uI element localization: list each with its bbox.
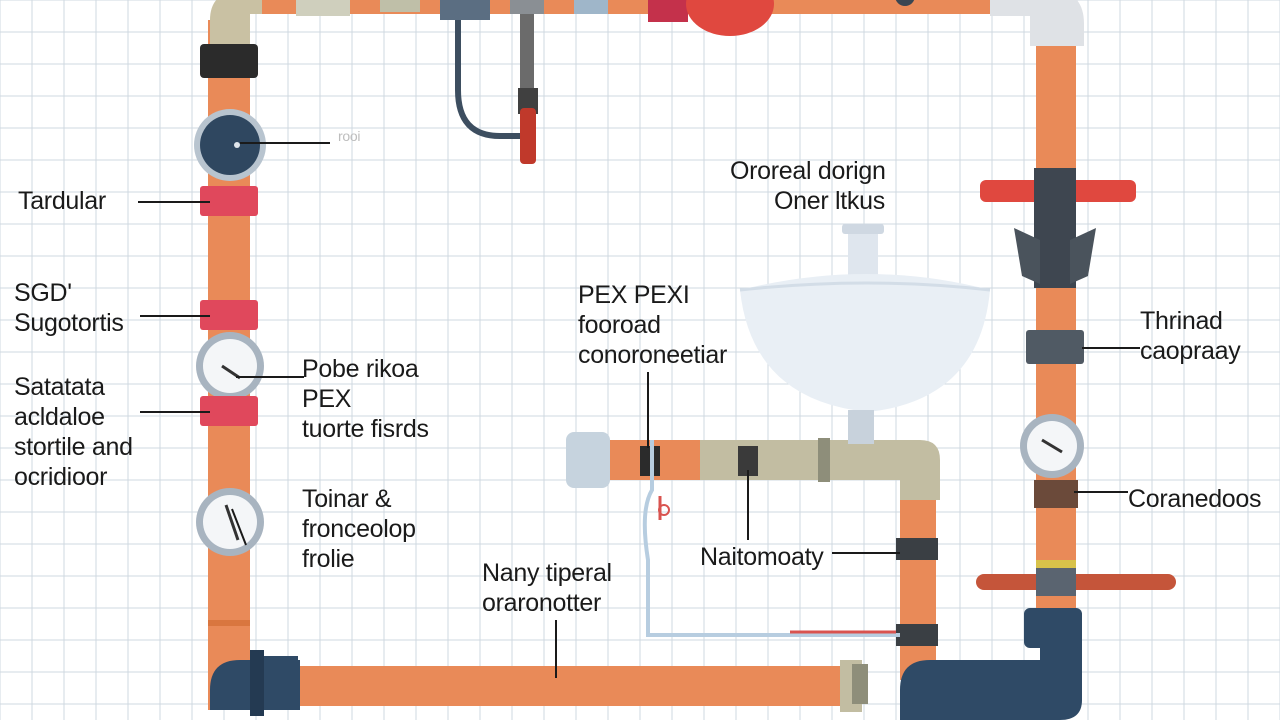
leader-lines: [138, 142, 1140, 678]
top-left-fitting: [200, 44, 258, 78]
label-toinar: Toinar & fronceolop frolie: [302, 484, 416, 574]
left-gauge-bottom: [196, 488, 264, 556]
label-oroeal-design: Ororeal dorign Oner ltkus: [730, 156, 886, 216]
left-red-connector-2: [200, 300, 258, 330]
label-pobe-pex: Pobe rikoa PEX tuorte fisrds: [302, 354, 429, 444]
faint-text: rooi: [338, 128, 361, 144]
label-pex-fooroad-line-1: PEX PEXI: [578, 281, 690, 309]
label-satatata-line-1: Satatata: [14, 373, 105, 401]
label-thrinad-line-2: caopraay: [1140, 337, 1241, 365]
left-gauge-top: [194, 109, 266, 181]
label-satatata-line-4: ocridioor: [14, 463, 108, 491]
label-oroeal-design-line-1: Ororeal dorign: [730, 157, 886, 185]
label-tardular: Tardular: [18, 187, 106, 215]
label-nany-tiperal-line-1: Nany tiperal: [482, 559, 612, 587]
label-nany-tiperal: Nany tiperal oraronotter: [482, 558, 612, 618]
label-sgd-supports-line-2: Sugotortis: [14, 309, 124, 337]
label-satatata: Satatata acldaloe stortile and ocridioor: [14, 372, 133, 492]
label-pex-fooroad-line-2: fooroad: [578, 311, 661, 339]
label-thrinad: Thrinad caopraay: [1140, 306, 1241, 366]
label-satatata-line-2: acldaloe: [14, 403, 105, 431]
label-thrinad-line-1: Thrinad: [1140, 307, 1223, 335]
label-toinar-line-2: fronceolop: [302, 515, 416, 543]
left-clamp-band: [208, 620, 250, 626]
right-clamp: [1034, 480, 1078, 508]
cold-supply-line: [642, 440, 900, 637]
top-small-knob: [895, 0, 915, 6]
label-pobe-pex-line-2: PEX: [302, 385, 352, 413]
top-red-valve-handle: [686, 0, 774, 36]
sink-basin-icon: [739, 224, 991, 444]
right-cross-valve: [976, 568, 1176, 596]
right-gauge: [1020, 414, 1084, 478]
label-naitomoaty: Naitomoaty: [700, 543, 824, 571]
label-pex-fooroad-line-3: conoroneetiar: [578, 341, 727, 369]
bottom-run-pipe: [260, 666, 860, 706]
left-red-connector-3: [200, 396, 258, 426]
label-sgd-supports-line-1: SGD': [14, 279, 72, 307]
left-red-connector-1: [200, 186, 258, 216]
label-oroeal-design-line-2: Oner ltkus: [774, 187, 885, 215]
drain-pipes: [210, 608, 1082, 720]
label-toinar-line-3: frolie: [302, 545, 355, 573]
label-satatata-line-3: stortile and: [14, 433, 133, 461]
label-pobe-pex-line-3: tuorte fisrds: [302, 415, 429, 443]
top-coupling-2: [380, 0, 420, 12]
label-nany-tiperal-line-2: oraronotter: [482, 589, 601, 617]
top-red-valve-body: [648, 0, 688, 22]
top-tee-fitting: [440, 0, 490, 20]
label-pobe-pex-line-1: Pobe rikoa: [302, 355, 419, 383]
label-pex-fooroad: PEX PEXI fooroad conoroneetiar: [578, 280, 727, 370]
top-right-elbow: [990, 0, 1084, 46]
shutoff-valve-icon: [980, 168, 1136, 288]
label-toinar-line-1: Toinar &: [302, 485, 392, 513]
top-coupling-3: [574, 0, 608, 14]
label-sgd-supports: SGD' Sugotortis: [14, 278, 124, 338]
right-fitting-gray: [1026, 330, 1084, 364]
pressure-gauge-icon: [196, 332, 264, 400]
faucet-icon: [455, 0, 544, 164]
top-coupling-1: [296, 0, 350, 16]
top-run-pipe: [230, 0, 1050, 14]
label-coranedoos: Coranedoos: [1128, 485, 1262, 513]
